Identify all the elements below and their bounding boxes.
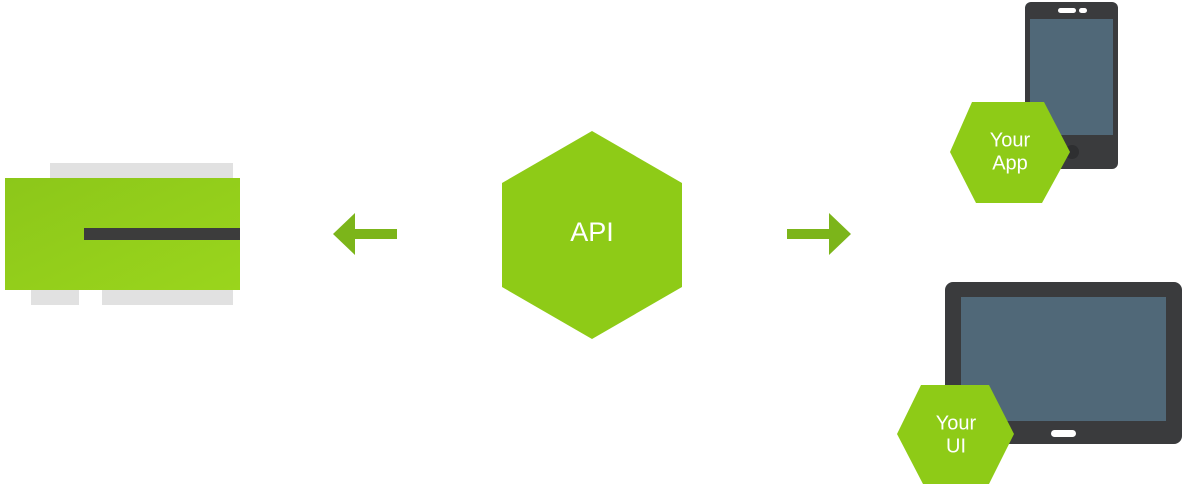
your-ui-line1: Your bbox=[936, 412, 977, 434]
your-ui-line2: UI bbox=[946, 435, 966, 457]
phone-home-button bbox=[1065, 145, 1079, 159]
your-app-line2: App bbox=[992, 152, 1028, 174]
phone-speaker bbox=[1058, 8, 1076, 13]
server-foot-right bbox=[102, 286, 233, 305]
arrow-right-icon bbox=[787, 213, 851, 255]
phone-camera bbox=[1079, 8, 1087, 13]
server-foot-left bbox=[31, 286, 79, 305]
your-ui-hexagon: Your UI bbox=[897, 385, 1014, 484]
tablet-home-button bbox=[1051, 430, 1076, 437]
server-module-icon bbox=[5, 163, 240, 305]
your-app-hexagon: Your App bbox=[950, 102, 1070, 203]
api-label: API bbox=[570, 217, 614, 247]
api-hexagon: API bbox=[502, 131, 682, 339]
your-app-line1: Your bbox=[990, 129, 1031, 151]
arrow-left-icon bbox=[333, 213, 397, 255]
server-slot bbox=[84, 228, 240, 240]
